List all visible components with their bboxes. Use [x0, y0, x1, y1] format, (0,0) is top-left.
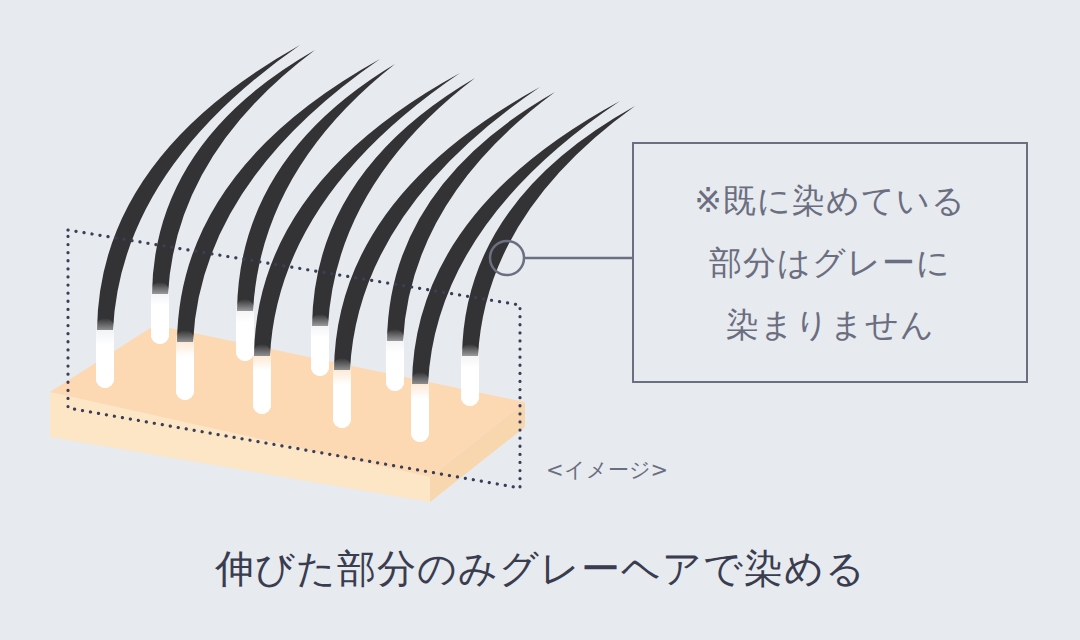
hair-strands — [96, 45, 635, 442]
note-box: ※既に染めている 部分はグレーに 染まりません — [632, 142, 1028, 383]
scalp-block — [50, 325, 525, 502]
white-root — [96, 318, 114, 388]
root-end — [311, 356, 329, 376]
white-root — [461, 344, 479, 406]
root-end — [151, 324, 169, 344]
white-root — [253, 344, 271, 414]
caption: 伸びた部分のみグレーヘアで染める — [0, 542, 1080, 596]
image-note: <イメージ> — [546, 456, 668, 484]
root-end — [236, 341, 254, 361]
scalp-top — [50, 325, 525, 477]
white-root — [236, 299, 254, 361]
root-end — [253, 394, 271, 414]
root-end — [386, 371, 404, 391]
white-root — [311, 314, 329, 376]
hair-strand — [411, 101, 620, 442]
root-end — [411, 422, 429, 442]
hair-strand — [333, 87, 540, 428]
white-root — [151, 282, 169, 344]
dark-hair — [412, 101, 620, 384]
root-end — [96, 368, 114, 388]
root-end — [333, 408, 351, 428]
root-end — [176, 380, 194, 400]
root-end — [461, 386, 479, 406]
note-text: ※既に染めている 部分はグレーに 染まりません — [665, 170, 995, 356]
focus-circle — [490, 241, 524, 275]
leader-line — [524, 257, 632, 260]
dark-hair — [334, 87, 540, 370]
white-root — [411, 372, 429, 442]
dotted-region — [68, 230, 520, 488]
white-root — [333, 358, 351, 428]
dark-hair — [462, 106, 635, 356]
white-root — [176, 330, 194, 400]
white-root — [386, 329, 404, 391]
